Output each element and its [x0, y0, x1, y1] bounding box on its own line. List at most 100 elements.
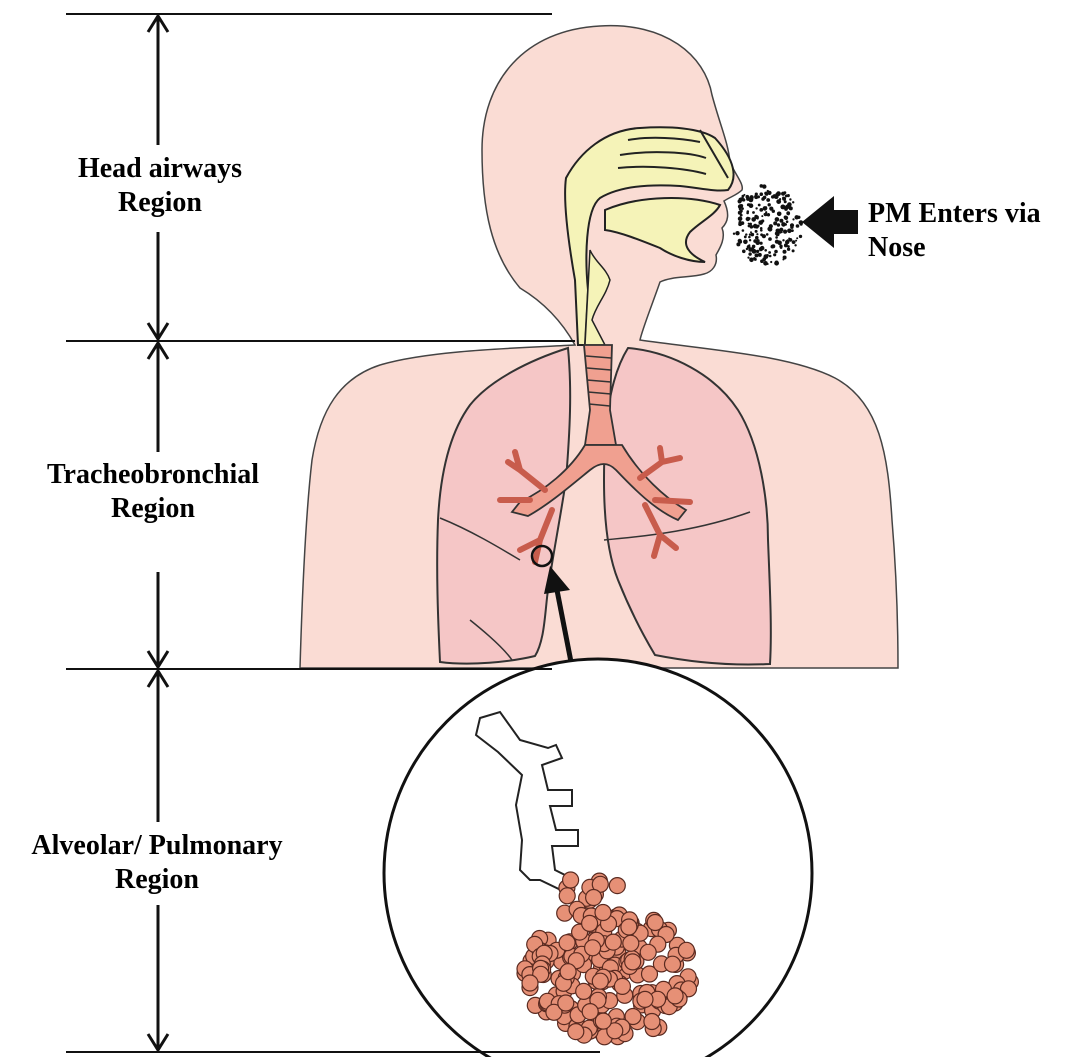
head-airways-label: Head airways Region	[40, 152, 280, 220]
pm-entry-label-line1: PM Enters via	[868, 197, 1073, 231]
alveolus	[559, 935, 575, 951]
pm-particle	[773, 221, 777, 225]
pm-particle	[782, 259, 784, 261]
pm-particle	[749, 258, 754, 263]
pm-particle-cloud	[733, 184, 803, 266]
alveolus	[576, 983, 592, 999]
pm-particle	[792, 218, 794, 220]
pm-particle	[760, 242, 763, 245]
pm-particle	[743, 240, 748, 245]
pm-particle	[766, 198, 770, 202]
pm-particle	[740, 214, 743, 217]
pm-particle	[781, 231, 783, 233]
pm-particle	[742, 229, 745, 232]
pm-entry-arrow	[802, 196, 858, 248]
pm-particle	[755, 230, 758, 233]
pm-particle	[755, 193, 758, 196]
pm-particle	[783, 250, 787, 254]
pm-particle	[736, 242, 740, 246]
pm-entry-label: PM Enters via Nose	[868, 197, 1073, 265]
pm-particle	[772, 210, 775, 213]
pm-particle	[733, 233, 735, 235]
pm-particle	[787, 229, 792, 234]
alveolar-pulmonary-label-line2: Region	[2, 863, 312, 897]
pm-particle	[790, 226, 793, 229]
pm-particle	[756, 250, 759, 253]
pm-particle	[792, 249, 795, 252]
pm-particle	[755, 236, 759, 240]
pm-particle	[769, 255, 772, 258]
pm-particle	[755, 207, 757, 209]
pm-particle	[781, 222, 786, 227]
pm-particle	[795, 215, 799, 219]
alveolus	[522, 975, 538, 991]
alveolar-pulmonary-label: Alveolar/ Pulmonary Region	[2, 829, 312, 897]
pm-particle	[766, 233, 769, 236]
pm-particle	[749, 239, 751, 241]
pm-particle	[792, 201, 794, 203]
pm-particle	[776, 191, 781, 196]
pm-particle	[796, 224, 800, 228]
pm-particle	[780, 246, 783, 249]
alveolar-pulmonary-label-line1: Alveolar/ Pulmonary	[2, 829, 312, 863]
pm-particle	[760, 227, 763, 230]
pm-particle	[768, 203, 771, 206]
pm-particle	[800, 223, 803, 226]
pm-particle	[782, 239, 784, 241]
pm-particle	[754, 195, 758, 199]
alveolus	[625, 954, 641, 970]
pm-particle	[775, 236, 778, 239]
pm-particle	[740, 204, 744, 208]
alveolus	[582, 1004, 598, 1020]
alveolus	[558, 995, 574, 1011]
alveolus	[568, 1024, 584, 1040]
pm-particle	[796, 237, 798, 239]
alveolus	[623, 935, 639, 951]
pm-particle	[758, 204, 761, 207]
pm-particle	[784, 243, 788, 247]
pm-particle	[775, 232, 779, 236]
pm-particle	[782, 197, 786, 201]
pm-particle	[789, 198, 791, 200]
alveolus	[614, 978, 630, 994]
alveolus	[586, 890, 602, 906]
pm-particle	[735, 231, 739, 235]
pm-particle	[747, 210, 750, 213]
pm-particle	[746, 195, 750, 199]
pm-particle	[748, 236, 751, 239]
pm-particle	[755, 253, 759, 257]
pm-particle	[768, 237, 772, 241]
alveolus	[647, 915, 663, 931]
pm-particle	[738, 239, 742, 243]
tracheobronchial-label-line2: Region	[8, 492, 298, 526]
pm-particle	[767, 190, 769, 192]
pm-particle	[760, 192, 764, 196]
pm-particle	[744, 236, 747, 239]
alveolus	[640, 944, 656, 960]
pm-particle	[776, 199, 781, 204]
alveolus	[563, 872, 579, 888]
pm-particle	[753, 239, 757, 243]
pm-particle	[794, 244, 796, 246]
pm-particle	[754, 215, 758, 219]
pm-particle	[743, 194, 745, 196]
pm-particle	[768, 251, 771, 254]
tracheobronchial-label: Tracheobronchial Region	[8, 458, 298, 526]
pm-particle	[741, 198, 744, 201]
tracheobronchial-label-line1: Tracheobronchial	[8, 458, 298, 492]
pm-particle	[739, 208, 741, 210]
pm-particle	[749, 233, 751, 235]
alveolus	[644, 1014, 660, 1030]
pm-particle	[752, 211, 755, 214]
pm-particle	[777, 223, 780, 226]
pm-particle	[773, 253, 776, 256]
pm-particle	[749, 198, 754, 203]
pm-particle	[768, 227, 773, 232]
alveolus	[605, 934, 621, 950]
alveolus	[582, 915, 598, 931]
pm-particle	[762, 184, 766, 188]
pm-particle	[784, 207, 788, 211]
pm-particle	[738, 216, 743, 221]
pm-particle	[787, 213, 789, 215]
pm-particle	[752, 245, 756, 249]
